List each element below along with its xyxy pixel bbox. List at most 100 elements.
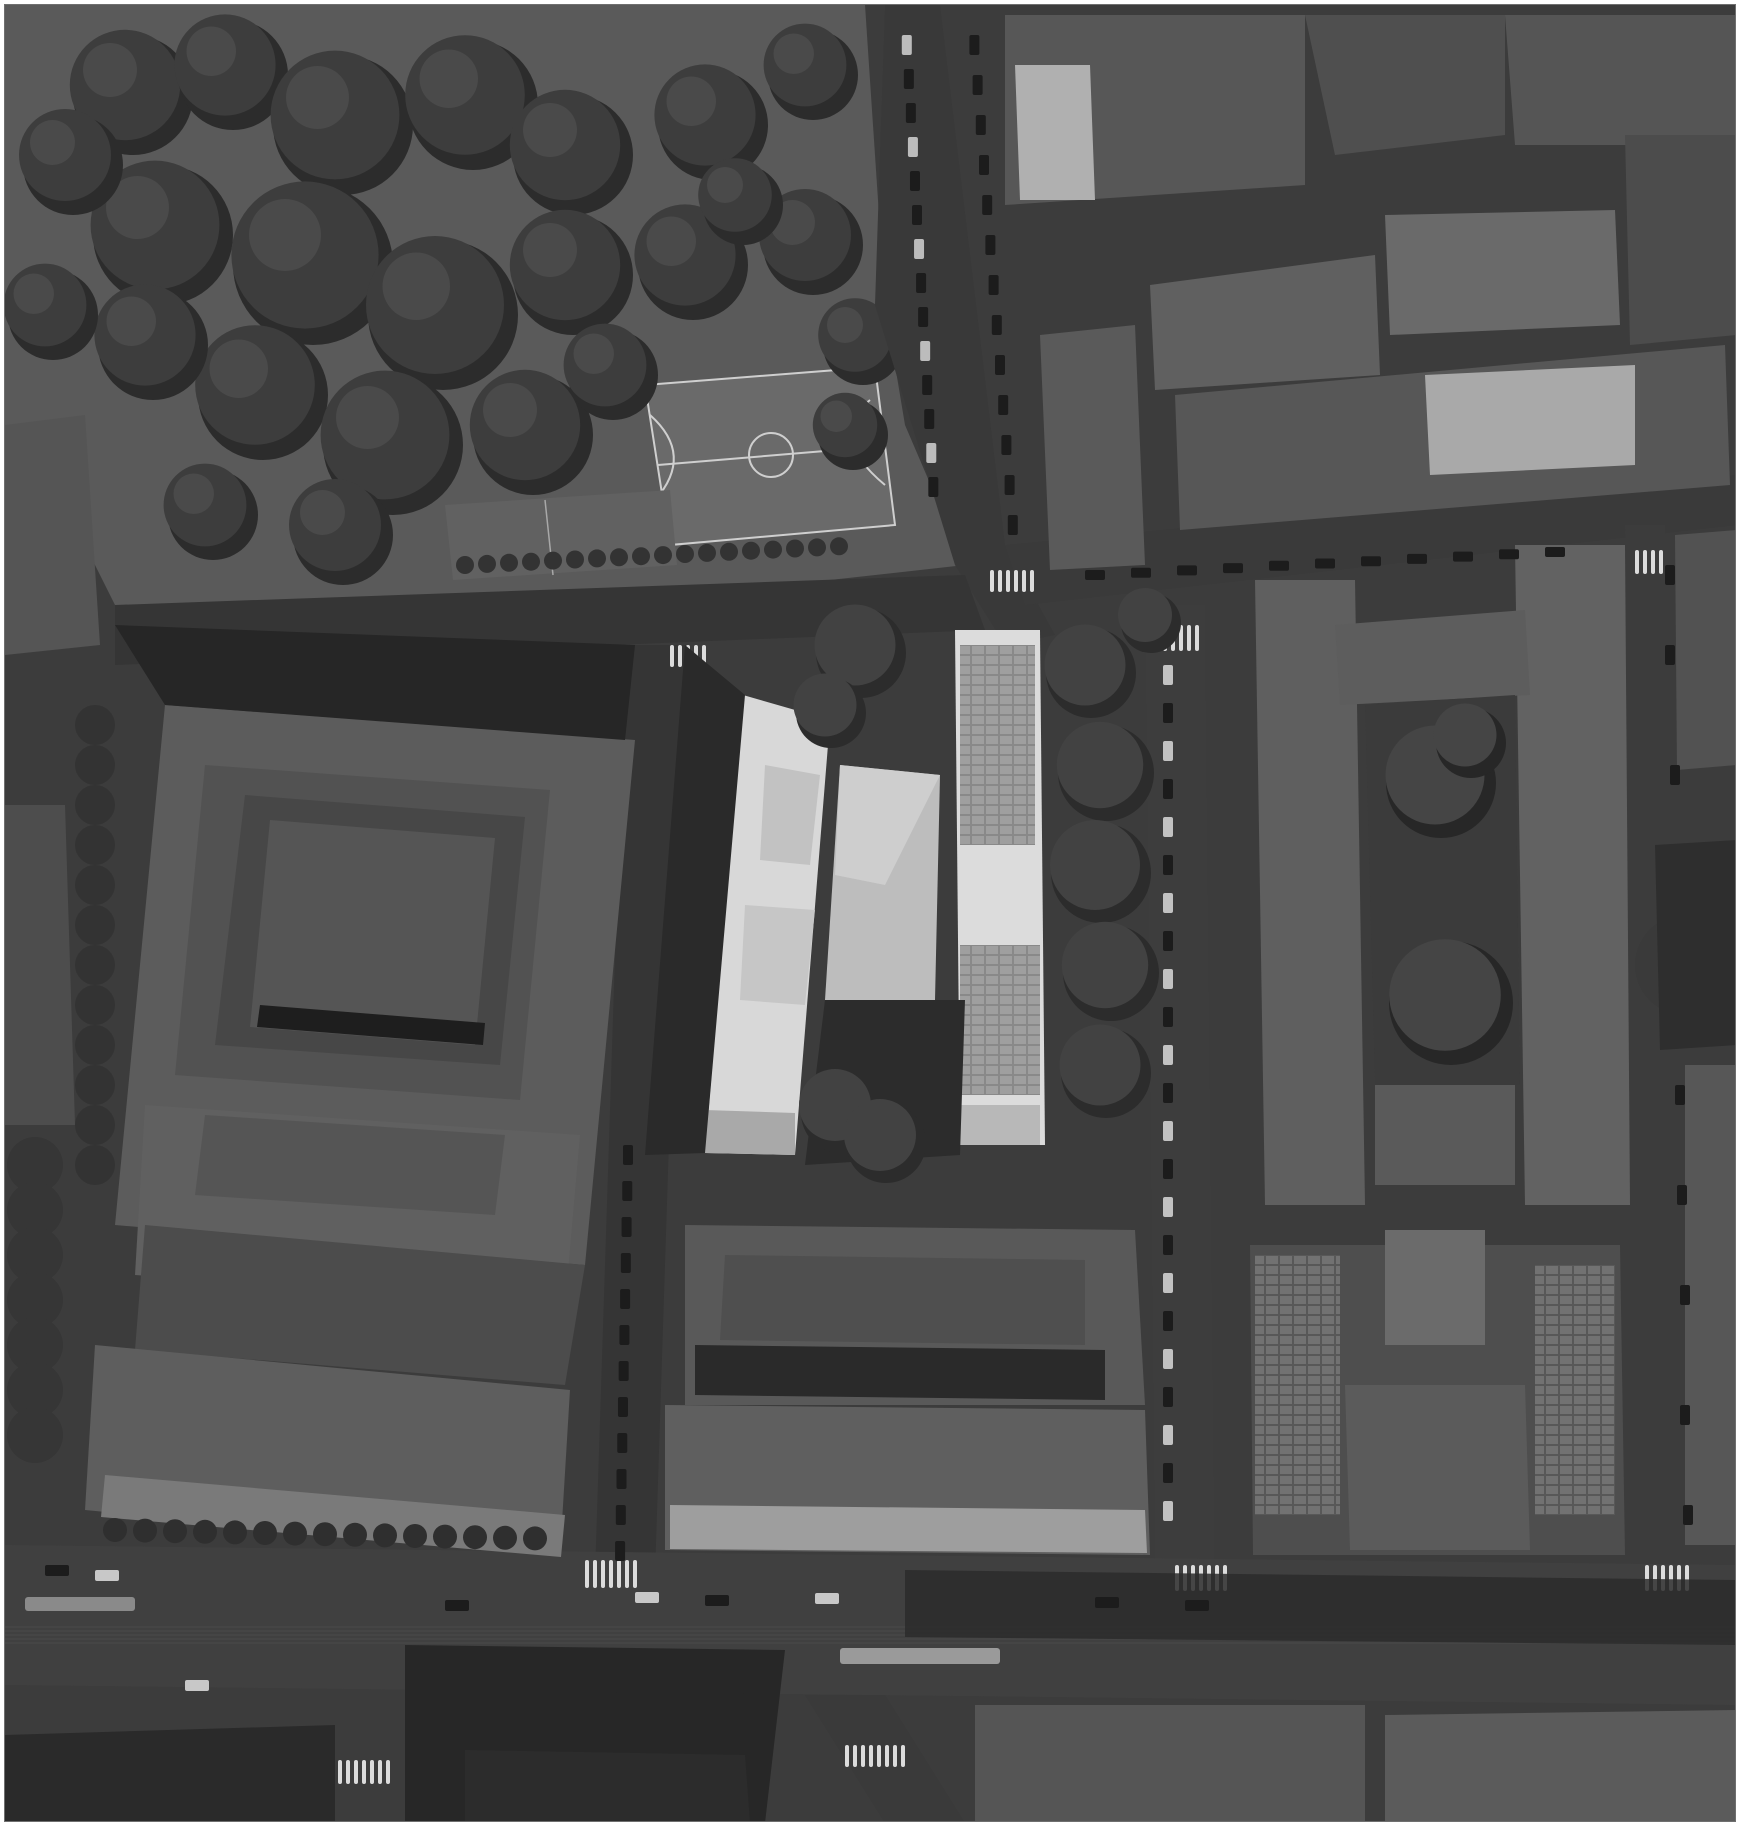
crosswalk-stripe <box>338 1760 342 1784</box>
tree-canopy <box>103 1518 127 1542</box>
tree-canopy <box>463 1525 487 1550</box>
car <box>1163 703 1173 723</box>
car <box>1163 817 1173 837</box>
car <box>1163 1083 1173 1103</box>
tree-canopy <box>844 1099 916 1171</box>
car <box>991 315 1002 335</box>
car <box>1185 1600 1209 1611</box>
crosswalk-stripe <box>853 1745 857 1767</box>
car <box>1453 551 1473 562</box>
tree-canopy <box>403 1524 427 1548</box>
tree-canopy <box>163 1519 187 1544</box>
building-upper-right-blocks <box>1005 15 1735 570</box>
tree-canopy <box>500 553 518 572</box>
tree-canopy <box>106 296 156 346</box>
car <box>1680 1285 1690 1305</box>
car <box>623 1145 633 1165</box>
car <box>815 1593 839 1604</box>
tree-canopy <box>173 473 214 514</box>
tree-canopy <box>522 552 540 571</box>
crosswalk-stripe <box>617 1560 621 1588</box>
tree-canopy <box>7 1362 63 1418</box>
tree-canopy <box>764 540 782 559</box>
tree-canopy <box>75 1025 115 1065</box>
tree-canopy <box>253 1521 277 1545</box>
car <box>1163 1159 1173 1179</box>
car <box>618 1361 629 1381</box>
crosswalk-stripe <box>593 1560 597 1588</box>
car <box>982 195 993 215</box>
crosswalk-stripe <box>845 1745 849 1767</box>
aerial-map-canvas <box>5 5 1735 1821</box>
crosswalk-stripe <box>370 1760 374 1784</box>
tree-canopy <box>1118 588 1172 642</box>
car <box>1095 1597 1119 1608</box>
car <box>1163 1045 1173 1065</box>
tree-canopy <box>786 539 804 558</box>
crosswalk-stripe <box>346 1760 350 1784</box>
crosswalk-stripe <box>1022 570 1026 592</box>
car <box>1163 1311 1173 1331</box>
crosswalk-stripe <box>585 1560 589 1588</box>
car <box>903 69 914 89</box>
car <box>1163 779 1173 799</box>
tree-canopy <box>186 26 236 76</box>
tree-canopy <box>632 547 650 566</box>
car <box>918 307 929 327</box>
tree-canopy <box>793 673 857 737</box>
car <box>619 1325 630 1345</box>
car <box>1163 1197 1173 1217</box>
car <box>1007 515 1018 535</box>
crosswalk-stripe <box>362 1760 366 1784</box>
crosswalk-stripe <box>601 1560 605 1588</box>
building-far-right-column <box>1655 530 1735 1545</box>
tree-canopy <box>75 985 115 1025</box>
car <box>620 1289 631 1309</box>
tree-canopy <box>373 1523 397 1548</box>
tree-canopy <box>1059 1024 1141 1106</box>
tree-canopy <box>808 538 826 557</box>
car <box>1683 1505 1693 1525</box>
car <box>1407 553 1427 564</box>
tree-canopy <box>313 1522 337 1547</box>
building-bottom-row <box>5 1645 1735 1821</box>
tree-canopy <box>283 1521 307 1546</box>
car <box>912 205 922 225</box>
car <box>922 375 933 395</box>
tree-canopy <box>1044 624 1126 706</box>
tree-canopy <box>1050 820 1140 910</box>
car <box>1163 665 1173 685</box>
car <box>1131 567 1151 578</box>
car <box>1001 435 1012 455</box>
car <box>95 1570 119 1581</box>
car <box>914 239 925 259</box>
car <box>907 137 918 157</box>
car <box>1677 1185 1687 1205</box>
building-left-column <box>5 415 100 1125</box>
car <box>445 1600 469 1611</box>
crosswalk-stripe <box>885 1745 889 1767</box>
car <box>988 275 999 295</box>
car <box>1163 1235 1173 1255</box>
building-center-towers <box>705 630 1045 1155</box>
tree-canopy <box>7 1227 63 1283</box>
tree-canopy <box>676 545 694 563</box>
tree-canopy <box>30 120 75 165</box>
tree-canopy <box>286 66 349 129</box>
building-shadow <box>115 625 635 740</box>
tree-canopy <box>610 548 628 567</box>
car <box>622 1181 633 1201</box>
car <box>1269 560 1289 571</box>
tree-canopy <box>666 76 716 126</box>
car <box>45 1565 69 1576</box>
tree-canopy <box>343 1522 367 1547</box>
tree-canopy <box>707 167 743 203</box>
car <box>1085 570 1105 580</box>
car <box>969 35 980 55</box>
tree-canopy <box>75 745 115 785</box>
car <box>1223 563 1243 574</box>
tree-canopy <box>814 604 896 686</box>
car <box>1675 1085 1685 1105</box>
car <box>1665 645 1675 665</box>
car <box>185 1680 209 1691</box>
